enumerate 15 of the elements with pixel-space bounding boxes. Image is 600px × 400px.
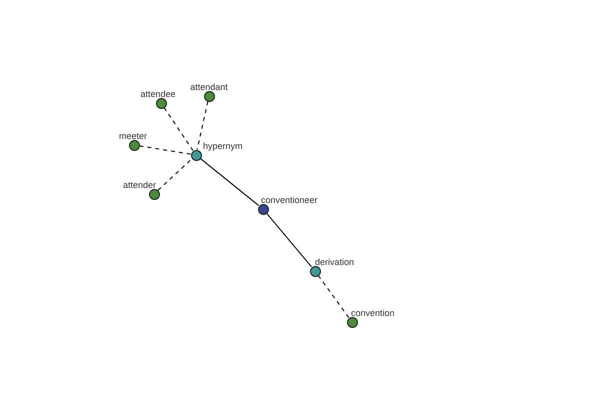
node-label: attendee <box>139 88 177 98</box>
node-label: conventioneer <box>260 194 319 204</box>
connector-line <box>318 274 350 318</box>
node-label: derivation <box>314 256 356 266</box>
node-label: hypernym <box>202 140 244 150</box>
node-label: attendant <box>189 82 229 92</box>
connector-line <box>266 212 312 268</box>
connector-line <box>158 158 192 191</box>
connector-line <box>138 145 192 155</box>
node-label: attender <box>122 180 157 190</box>
node-label: convention <box>350 308 396 318</box>
node-label: meeter <box>118 130 148 140</box>
connector-line <box>196 100 208 150</box>
connector-line <box>200 158 260 206</box>
connector-line <box>164 107 194 151</box>
